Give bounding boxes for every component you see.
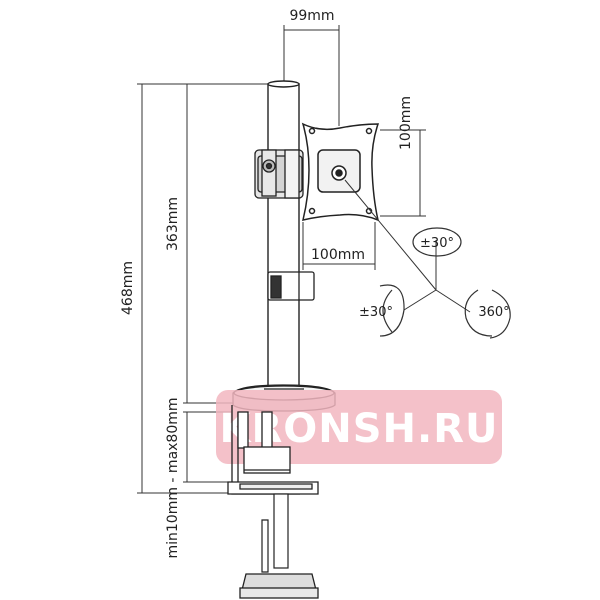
clamp-knob: [239, 573, 319, 599]
desk-clamp: [227, 405, 319, 495]
dim-vesa-vertical-label: 100mm: [398, 96, 414, 150]
dim-vesa-horizontal-label: 100mm: [311, 247, 365, 263]
dim-width-top-label: 99mm: [289, 8, 334, 24]
dim-total-height-label: 468mm: [120, 261, 136, 315]
dim-pole-height-label: 363mm: [165, 197, 181, 251]
tilt-arc: [412, 227, 462, 257]
dim-clamp-range-label: min10mm - max80mm: [165, 397, 181, 558]
swivel-angle-label: ±30°: [359, 305, 393, 320]
rotate-angle-label: 360°: [478, 305, 509, 320]
tilt-angle-label: ±30°: [420, 236, 454, 251]
tilt-joint: [254, 149, 304, 199]
height-collar: [267, 271, 315, 301]
dim-vesa-vertical: [380, 129, 426, 217]
dim-vesa-horizontal: [302, 222, 376, 270]
rotation-axes: [344, 179, 471, 313]
swivel-arc: [379, 284, 405, 337]
dim-width-top: [283, 25, 340, 126]
dim-pole-height: [183, 84, 258, 404]
watermark-text: KRONSH.RU: [219, 406, 498, 452]
rotate-arc: [464, 289, 511, 339]
pole: [267, 80, 300, 391]
clamp-screw: [261, 493, 289, 573]
